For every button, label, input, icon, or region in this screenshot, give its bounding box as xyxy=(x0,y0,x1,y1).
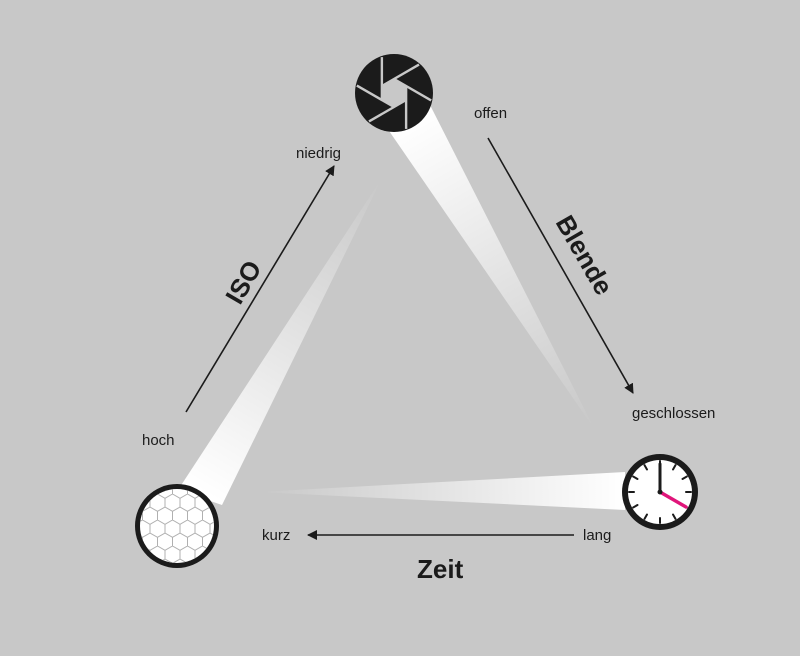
aperture-blade-edge xyxy=(368,98,407,123)
beam-blende xyxy=(385,105,595,430)
label-zeit-start: lang xyxy=(583,527,611,544)
label-zeit-end: kurz xyxy=(262,527,290,544)
clock-hand-second xyxy=(658,490,688,509)
clock-tick xyxy=(672,464,677,471)
label-iso-end: niedrig xyxy=(296,145,341,162)
title-iso: ISO xyxy=(219,255,267,309)
title-zeit: Zeit xyxy=(417,554,464,584)
aperture-blade-edge xyxy=(393,77,432,102)
clock-tick xyxy=(643,513,648,520)
clock-tick xyxy=(672,513,677,520)
clock-tick xyxy=(681,475,688,480)
title-blende: Blende xyxy=(550,210,619,300)
beam-iso xyxy=(178,178,382,505)
clock-tick xyxy=(643,464,648,471)
sensor-grid-icon xyxy=(135,484,219,568)
aperture-blade-edge xyxy=(356,84,395,109)
aperture-blade-edge xyxy=(381,63,420,88)
beam-zeit xyxy=(258,472,625,510)
aperture-icon xyxy=(355,54,433,132)
clock-tick xyxy=(632,475,639,480)
clock-icon xyxy=(622,454,698,530)
label-blende-end: geschlossen xyxy=(632,405,715,422)
clock-tick xyxy=(632,504,639,509)
arrow-iso xyxy=(185,165,335,413)
label-iso-start: hoch xyxy=(142,432,175,449)
arrow-blende xyxy=(487,137,634,394)
label-blende-start: offen xyxy=(474,105,507,122)
